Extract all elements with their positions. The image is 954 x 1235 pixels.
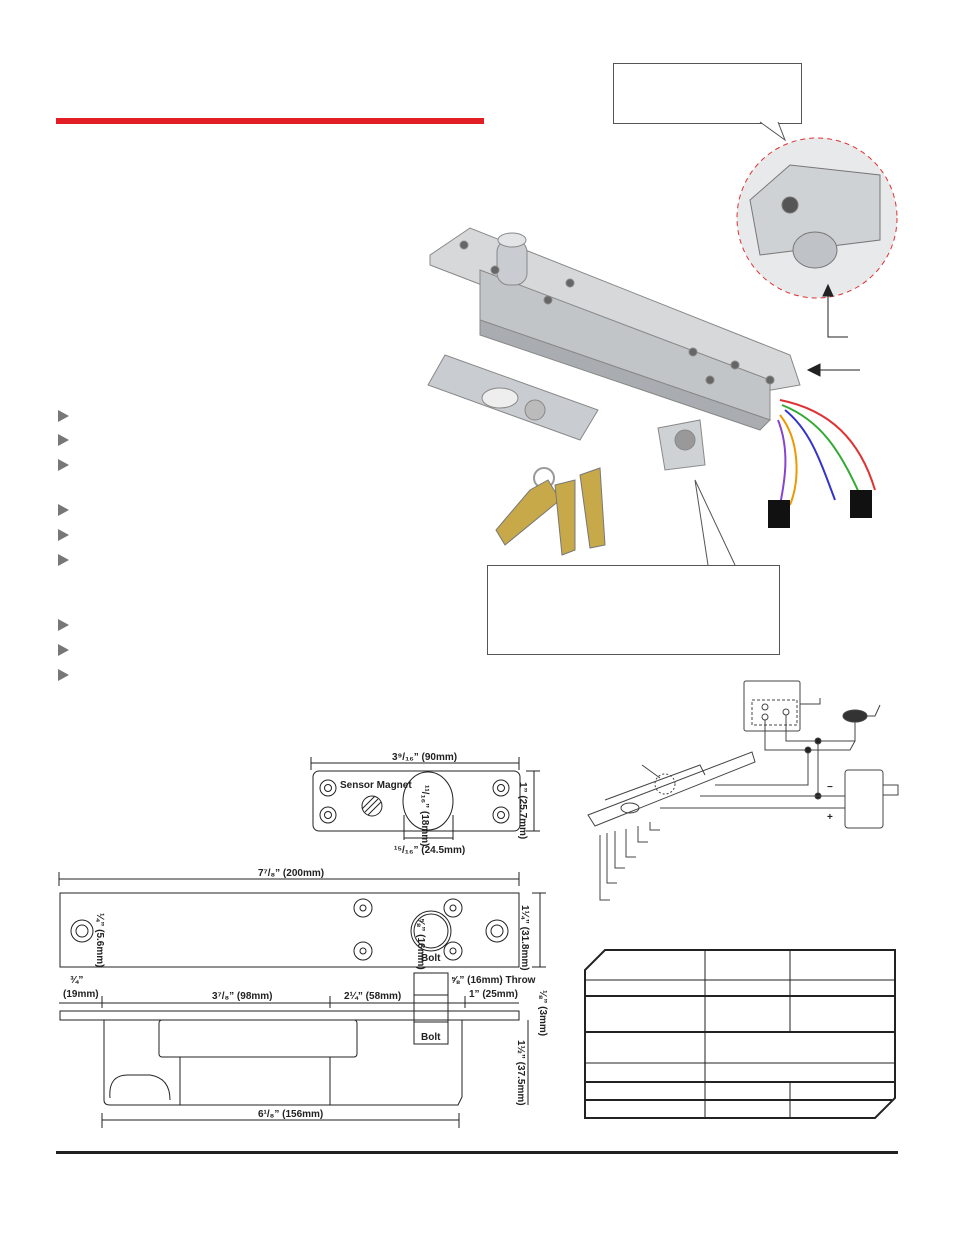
bullet-triangle-icon bbox=[58, 529, 69, 541]
dim-segment-1: 3⁷/₈” (98mm) bbox=[212, 991, 273, 1002]
dim-face-height: 1¼” (31.8mm) bbox=[519, 905, 530, 971]
dim-hole-height: ¹¹/₁₆” (18mm) bbox=[419, 785, 430, 846]
dim-hole-width: ¹⁵/₁₆” (24.5mm) bbox=[394, 845, 465, 856]
bullet-triangle-icon bbox=[58, 434, 69, 446]
strike-plate-photo bbox=[427, 354, 599, 441]
wires-photo bbox=[768, 399, 876, 528]
lock-face-drawing bbox=[58, 872, 546, 968]
detail-bolt bbox=[749, 164, 881, 269]
mounting-plate-drawing bbox=[310, 757, 540, 840]
dim-body-length: 7⁷/₈” (200mm) bbox=[258, 868, 324, 879]
bullet-triangle-icon bbox=[58, 669, 69, 681]
dim-body-depth: 1½” (37.5mm) bbox=[515, 1040, 526, 1106]
product-photo-lock bbox=[429, 227, 801, 471]
title-underline bbox=[56, 118, 484, 124]
spec-table bbox=[584, 949, 896, 1119]
callout-box-bottom bbox=[487, 565, 780, 655]
wiring-diagram bbox=[587, 680, 899, 901]
callout-box-top bbox=[613, 63, 802, 124]
dim-segment-2: 2¼” (58mm) bbox=[344, 991, 401, 1002]
wiring-plus: + bbox=[827, 812, 833, 823]
footer-rule bbox=[56, 1151, 898, 1154]
dim-body-overall: 6¹/₈” (156mm) bbox=[258, 1109, 323, 1120]
dim-segment-3: 1” (25mm) bbox=[469, 989, 518, 1000]
sensor-magnet-label: Sensor Magnet bbox=[340, 780, 412, 791]
bolt-label: Bolt bbox=[421, 953, 441, 964]
bullet-triangle-icon bbox=[58, 459, 69, 471]
bullet-triangle-icon bbox=[58, 619, 69, 631]
dim-throw: ⅝” (16mm) Throw bbox=[451, 975, 536, 986]
dim-plate-thickness: ⅛” (3mm) bbox=[537, 990, 548, 1036]
dim-screw-hole: ¼” (5.6mm) bbox=[94, 913, 105, 967]
callout-tails bbox=[694, 121, 787, 566]
dim-offset-left-mm: (19mm) bbox=[63, 989, 99, 1000]
wiring-minus: − bbox=[827, 782, 833, 793]
lock-side-drawing bbox=[59, 972, 529, 1128]
dim-bolt-diameter: ⅝” (16mm) bbox=[415, 918, 426, 970]
keys-photo bbox=[495, 467, 606, 556]
dim-plate-height: 1” (25.7mm) bbox=[517, 782, 528, 839]
dim-offset-left: ¾” bbox=[70, 975, 83, 986]
side-bolt-label: Bolt bbox=[421, 1032, 441, 1043]
dim-plate-width: 3⁹/₁₆” (90mm) bbox=[392, 752, 457, 763]
bullet-triangle-icon bbox=[58, 504, 69, 516]
bullet-triangle-icon bbox=[58, 644, 69, 656]
bullet-triangle-icon bbox=[58, 410, 69, 422]
arrow-icon bbox=[806, 283, 860, 377]
bullet-triangle-icon bbox=[58, 554, 69, 566]
